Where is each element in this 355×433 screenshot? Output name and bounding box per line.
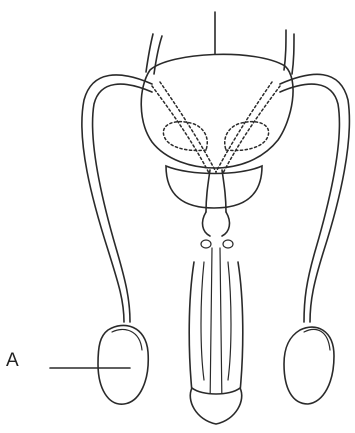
vas-deferens-right-inner <box>280 84 339 322</box>
prostate-gland <box>166 166 262 208</box>
urethral-bulb <box>203 212 230 236</box>
urethra-right <box>220 248 222 408</box>
ureter-right-inner <box>292 34 294 74</box>
label-a: A <box>6 351 19 370</box>
ureter-right <box>284 30 286 70</box>
glans <box>190 388 241 424</box>
ureter-left <box>146 34 153 72</box>
shaft-outer-left <box>189 262 194 392</box>
testis-left <box>98 325 148 404</box>
urethra-left <box>210 248 212 408</box>
shaft-outer-right <box>238 262 243 392</box>
bulbourethral-gland-right <box>223 240 233 248</box>
corpus-left <box>201 262 204 380</box>
bladder <box>141 54 293 168</box>
corpus-right <box>228 262 231 380</box>
bulbourethral-gland-left <box>201 240 211 248</box>
